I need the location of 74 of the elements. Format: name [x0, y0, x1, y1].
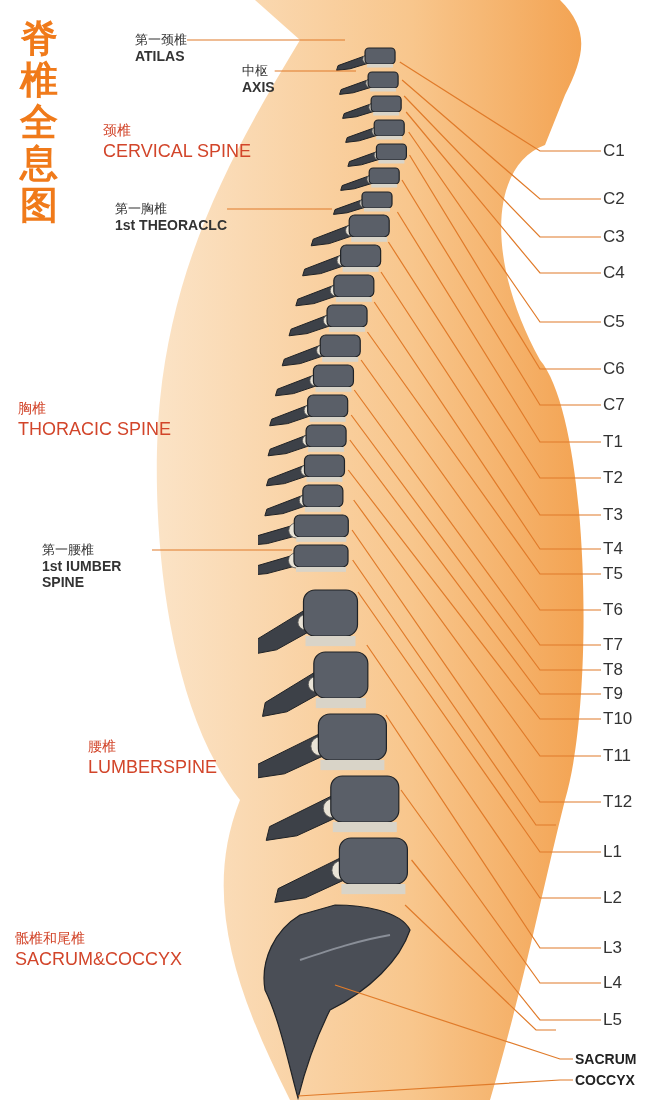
- leader-line: [404, 904, 557, 1031]
- leader-label: 中枢: [242, 62, 269, 79]
- leader-label: T6: [603, 599, 623, 621]
- leader-label: T9: [603, 683, 623, 705]
- leader-line: [352, 559, 557, 826]
- leader-line: [387, 241, 602, 479]
- section-label: CERVICAL SPINE: [103, 140, 252, 162]
- leader-label: 第一颈椎: [135, 31, 187, 48]
- leader-label: T8: [603, 659, 623, 681]
- leader-line: [396, 211, 602, 443]
- section-label: SACRUM&COCCYX: [15, 948, 183, 970]
- leader-label: C5: [603, 311, 625, 333]
- leader-line: [334, 984, 574, 1060]
- leader-line: [401, 79, 602, 200]
- leader-label: 第一胸椎: [115, 200, 168, 217]
- leader-label: 1st THEORACLC: [115, 217, 227, 233]
- leader-line: [366, 644, 602, 899]
- section-label: 胸椎: [18, 399, 47, 418]
- title: 脊椎全息图: [20, 18, 58, 227]
- section-label: 颈椎: [103, 121, 132, 140]
- leader-line: [408, 131, 602, 323]
- leader-line: [403, 95, 602, 238]
- leader-line: [353, 499, 602, 757]
- leader-label: T4: [603, 538, 623, 560]
- leader-label: C4: [603, 262, 625, 284]
- leader-line: [297, 1079, 574, 1097]
- leader-line: [353, 389, 602, 646]
- leader-line: [373, 301, 602, 550]
- leader-label: C1: [603, 140, 625, 162]
- section-label: 骶椎和尾椎: [15, 929, 86, 948]
- leader-line: [347, 469, 602, 720]
- leader-label: T3: [603, 504, 623, 526]
- leader-line: [351, 529, 602, 803]
- leader-line: [349, 439, 602, 695]
- leader-label: ATILAS: [135, 48, 186, 64]
- leader-line: [360, 359, 602, 611]
- leader-label: COCCYX: [575, 1071, 635, 1089]
- leader-label: T10: [603, 708, 633, 730]
- leader-line: [226, 208, 333, 210]
- leader-label: C3: [603, 226, 625, 248]
- leader-label: L2: [603, 887, 622, 909]
- leader-line: [151, 549, 293, 551]
- leader-label: T5: [603, 563, 623, 585]
- leader-label: SACRUM: [575, 1050, 637, 1068]
- leader-line: [385, 714, 602, 949]
- leader-label: T11: [603, 745, 632, 767]
- leader-line: [405, 111, 602, 274]
- leader-label: AXIS: [242, 79, 275, 95]
- leader-label: T12: [603, 791, 633, 813]
- leader-label: T1: [603, 431, 623, 453]
- leader-label: C2: [603, 188, 625, 210]
- section-label: THORACIC SPINE: [18, 418, 172, 440]
- leader-label: T2: [603, 467, 623, 489]
- leader-label: T7: [603, 634, 623, 656]
- leader-line: [366, 331, 602, 575]
- leader-line: [399, 61, 602, 152]
- leader-line: [357, 591, 602, 853]
- leader-line: [401, 179, 602, 406]
- leader-line: [350, 414, 602, 671]
- leader-label: L5: [603, 1009, 622, 1031]
- leader-line: [400, 789, 602, 984]
- leader-label: 第一腰椎: [42, 541, 95, 558]
- section-label: LUMBERSPINE: [88, 756, 218, 778]
- leader-line: [380, 271, 602, 516]
- leader-label: L1: [603, 841, 622, 863]
- leader-line: [186, 39, 346, 41]
- leader-line: [410, 859, 602, 1021]
- leader-label: 1st IUMBER SPINE: [42, 558, 123, 590]
- leader-label: C6: [603, 358, 625, 380]
- section-label: 腰椎: [88, 737, 117, 756]
- leader-label: L3: [603, 937, 622, 959]
- leader-label: L4: [603, 972, 622, 994]
- leader-line: [408, 154, 602, 370]
- leader-label: C7: [603, 394, 625, 416]
